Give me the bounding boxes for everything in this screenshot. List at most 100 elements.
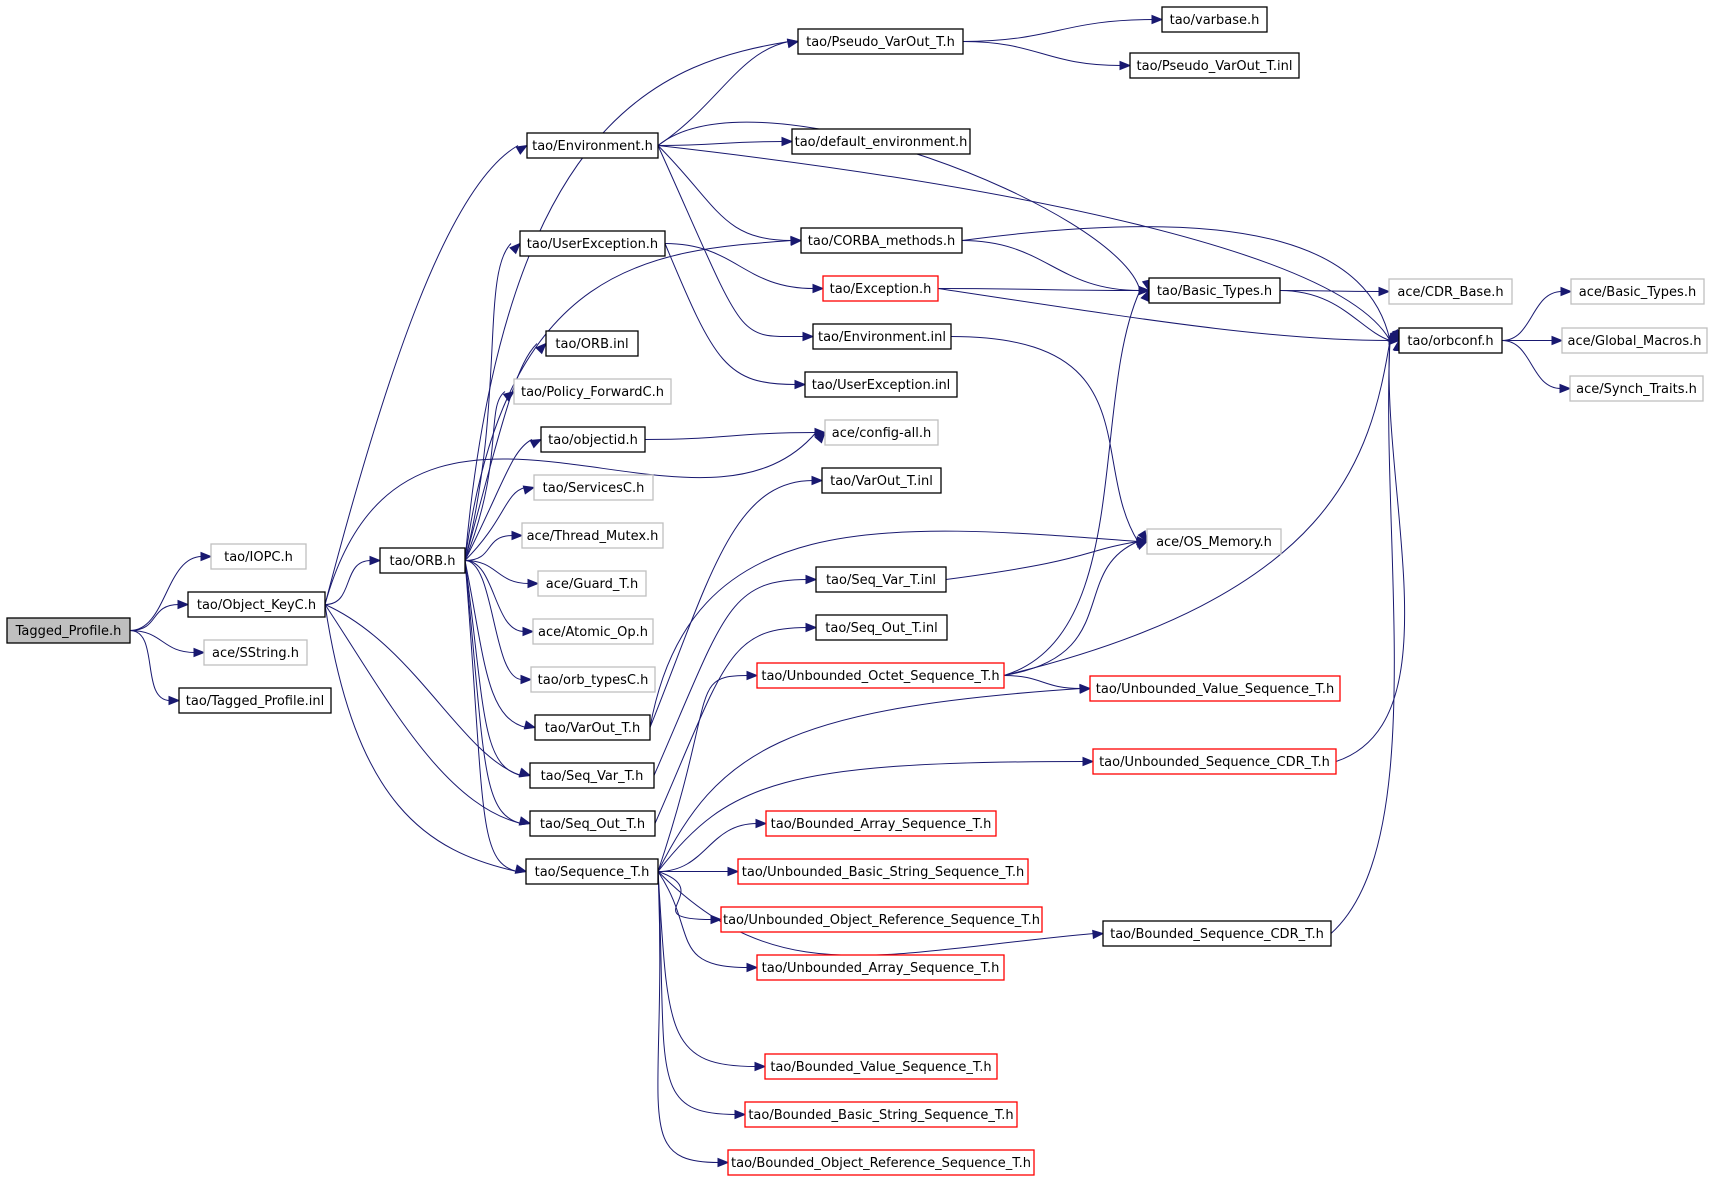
node-seq_var_t_h[interactable]: tao/Seq_Var_T.h <box>529 762 655 789</box>
arrowhead <box>746 962 759 973</box>
node-label: tao/Sequence_T.h <box>535 865 650 880</box>
node-environment_h[interactable]: tao/Environment.h <box>526 132 659 159</box>
arrowhead <box>1135 540 1149 550</box>
node-tagged_profile_h[interactable]: Tagged_Profile.h <box>6 617 131 644</box>
node-label: tao/Seq_Out_T.inl <box>825 621 937 636</box>
node-global_macros_h[interactable]: ace/Global_Macros.h <box>1561 327 1708 354</box>
node-sequence_t_h[interactable]: tao/Sequence_T.h <box>525 858 659 885</box>
nodes-layer: Tagged_Profile.h tao/IOPC.h tao/Object_Key… <box>6 6 1708 1176</box>
node-userexception_inl[interactable]: tao/UserException.inl <box>804 371 958 398</box>
node-label: tao/Unbounded_Octet_Sequence_T.h <box>761 669 999 684</box>
arrowhead <box>812 283 825 294</box>
node-bounded_sequence_cdr_t_h[interactable]: tao/Bounded_Sequence_CDR_T.h <box>1102 920 1332 947</box>
edge-sequence_t_h-to-bounded_array_sequence_t_h <box>657 818 768 872</box>
node-varout_t_inl[interactable]: tao/VarOut_T.inl <box>821 467 942 494</box>
node-label: tao/VarOut_T.inl <box>830 474 933 489</box>
edge-line <box>664 243 815 289</box>
node-varbase_h[interactable]: tao/varbase.h <box>1161 6 1268 33</box>
arrowhead <box>522 485 536 495</box>
node-default_environment_h[interactable]: tao/default_environment.h <box>791 128 971 155</box>
node-guard_t_h[interactable]: ace/Guard_T.h <box>537 570 647 597</box>
edge-line <box>1335 340 1406 762</box>
node-cdr_base_h[interactable]: ace/CDR_Base.h <box>1388 278 1513 305</box>
node-box <box>545 330 639 357</box>
node-unbounded_basic_string_sequence_t_h[interactable]: tao/Unbounded_Basic_String_Sequence_T.h <box>737 858 1029 885</box>
node-box <box>1569 375 1704 402</box>
node-object_keyc_h[interactable]: tao/Object_KeyC.h <box>187 591 326 618</box>
node-basic_types_h[interactable]: tao/Basic_Types.h <box>1148 277 1281 304</box>
node-box <box>744 1101 1018 1128</box>
node-bounded_array_sequence_t_h[interactable]: tao/Bounded_Array_Sequence_T.h <box>765 810 997 837</box>
edge-tagged_profile_h-to-sstring_h <box>129 630 206 658</box>
arrowhead <box>1151 14 1164 25</box>
node-orbconf_h[interactable]: tao/orbconf.h <box>1398 327 1503 354</box>
edge-line <box>657 871 720 1163</box>
node-atomic_op_h[interactable]: ace/Atomic_Op.h <box>532 618 654 645</box>
node-pseudo_varout_t_h[interactable]: tao/Pseudo_VarOut_T.h <box>797 28 964 55</box>
node-unbounded_sequence_cdr_t_h[interactable]: tao/Unbounded_Sequence_CDR_T.h <box>1092 748 1337 775</box>
edge-line <box>649 530 1139 728</box>
node-label: tao/Unbounded_Array_Sequence_T.h <box>762 961 1000 976</box>
node-orb_h[interactable]: tao/ORB.h <box>379 547 466 574</box>
node-unbounded_octet_sequence_t_h[interactable]: tao/Unbounded_Octet_Sequence_T.h <box>756 662 1005 689</box>
node-box <box>529 810 656 837</box>
node-servicesc_h[interactable]: tao/ServicesC.h <box>533 474 654 501</box>
node-orb_inl[interactable]: tao/ORB.inl <box>545 330 639 357</box>
node-pseudo_varout_t_inl[interactable]: tao/Pseudo_VarOut_T.inl <box>1129 52 1300 79</box>
arrowhead <box>522 626 535 637</box>
edge-line <box>1003 675 1082 689</box>
arrowhead <box>518 816 532 826</box>
node-objectid_h[interactable]: tao/objectid.h <box>540 426 646 453</box>
node-box <box>513 378 672 405</box>
node-environment_inl[interactable]: tao/Environment.inl <box>812 323 952 350</box>
node-box <box>1148 277 1281 304</box>
edge-line <box>657 823 758 872</box>
node-box <box>1388 278 1513 305</box>
node-config_all_h[interactable]: ace/config-all.h <box>824 419 939 446</box>
node-corba_methods_h[interactable]: tao/CORBA_methods.h <box>800 227 963 254</box>
node-seq_out_t_inl[interactable]: tao/Seq_Out_T.inl <box>815 614 948 641</box>
edge-line <box>657 871 737 1115</box>
edge-line <box>653 579 808 776</box>
node-unbounded_object_reference_sequence_t_h[interactable]: tao/Unbounded_Object_Reference_Sequence_… <box>720 906 1043 933</box>
node-exception_h[interactable]: tao/Exception.h <box>822 275 939 302</box>
node-os_memory_h[interactable]: ace/OS_Memory.h <box>1146 528 1282 555</box>
node-box <box>534 714 651 741</box>
node-box <box>791 128 971 155</box>
edge-basic_types_h-to-cdr_base_h <box>1279 286 1391 297</box>
node-varout_t_h[interactable]: tao/VarOut_T.h <box>534 714 651 741</box>
node-seq_var_t_inl[interactable]: tao/Seq_Var_T.inl <box>815 566 947 593</box>
node-userexception_h[interactable]: tao/UserException.h <box>519 230 666 257</box>
arrowhead <box>502 390 516 402</box>
node-ace_basic_types_h[interactable]: ace/Basic_Types.h <box>1570 278 1705 305</box>
edge-orb_h-to-orb_typesc_h <box>464 560 533 685</box>
node-bounded_object_reference_sequence_t_h[interactable]: tao/Bounded_Object_Reference_Sequence_T.… <box>727 1149 1035 1176</box>
node-box <box>812 323 952 350</box>
node-synch_traits_h[interactable]: ace/Synch_Traits.h <box>1569 375 1704 402</box>
edge-line <box>962 41 1122 66</box>
node-thread_mutex_h[interactable]: ace/Thread_Mutex.h <box>521 522 664 549</box>
node-unbounded_value_sequence_t_h[interactable]: tao/Unbounded_Value_Sequence_T.h <box>1089 675 1341 702</box>
node-policy_forwardc_h[interactable]: tao/Policy_ForwardC.h <box>513 378 672 405</box>
arrowhead <box>1559 383 1572 394</box>
node-label: ace/Thread_Mutex.h <box>527 529 659 544</box>
node-box <box>765 810 997 837</box>
edge-object_keyc_h-to-seq_var_t_h <box>324 604 532 777</box>
node-unbounded_array_sequence_t_h[interactable]: tao/Unbounded_Array_Sequence_T.h <box>756 954 1005 981</box>
node-seq_out_t_h[interactable]: tao/Seq_Out_T.h <box>529 810 656 837</box>
node-bounded_value_sequence_t_h[interactable]: tao/Bounded_Value_Sequence_T.h <box>764 1053 998 1080</box>
node-orb_typesc_h[interactable]: tao/orb_typesC.h <box>530 666 656 693</box>
edge-line <box>324 604 522 824</box>
node-box <box>379 547 466 574</box>
arrowhead <box>514 864 528 874</box>
node-box <box>1161 6 1268 33</box>
node-tagged_profile_inl[interactable]: tao/Tagged_Profile.inl <box>178 687 332 714</box>
node-box <box>804 371 958 398</box>
node-sstring_h[interactable]: ace/SString.h <box>203 639 308 666</box>
node-iopc_h[interactable]: tao/IOPC.h <box>210 543 307 570</box>
node-bounded_basic_string_sequence_t_h[interactable]: tao/Bounded_Basic_String_Sequence_T.h <box>744 1101 1018 1128</box>
edge-object_keyc_h-to-orb_h <box>324 555 382 605</box>
node-label: tao/Bounded_Basic_String_Sequence_T.h <box>748 1108 1013 1123</box>
edge-environment_h-to-default_environment_h <box>657 136 794 147</box>
edge-orb_h-to-atomic_op_h <box>464 560 535 637</box>
